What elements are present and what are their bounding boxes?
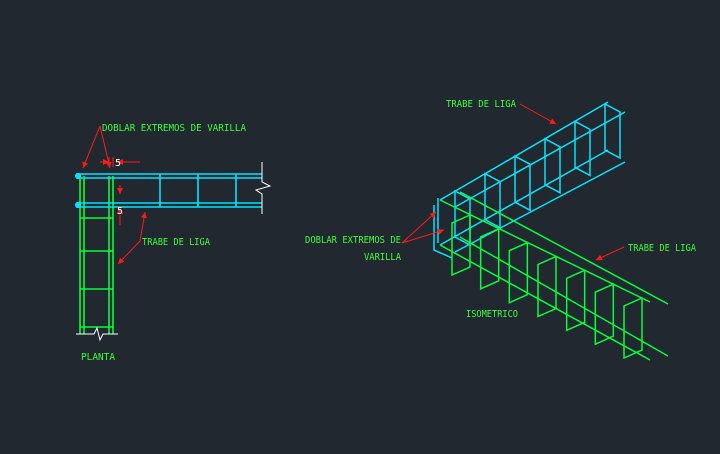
plan-dimensions	[100, 157, 140, 225]
iso-label-beam-top: TRABE DE LIGA	[446, 99, 516, 110]
iso-stirrup	[484, 172, 501, 229]
iso-stirrup	[479, 227, 500, 290]
iso-stirrup	[594, 283, 615, 346]
plan-label-bend: DOBLAR EXTREMOS DE VARILLA	[102, 123, 246, 134]
plan-beam-cage	[75, 173, 262, 209]
iso-stirrup	[537, 255, 557, 318]
iso-label-beam-right: TRABE DE LIGA	[628, 243, 696, 254]
iso-stirrup	[544, 137, 561, 195]
plan-title: PLANTA	[81, 352, 115, 363]
iso-bent-ends	[433, 198, 453, 259]
iso-beam-cyan	[439, 101, 626, 253]
iso-stirrup	[451, 213, 471, 277]
iso-label-bend-line2: VARILLA	[364, 252, 401, 263]
isometric-view	[433, 101, 669, 361]
iso-title: ISOMETRICO	[466, 309, 518, 320]
iso-stirrup	[514, 154, 531, 212]
iso-stirrup	[574, 120, 591, 177]
plan-dim-vertical: 5	[117, 206, 123, 217]
iso-stirrup	[623, 296, 643, 360]
iso-stirrup	[604, 102, 621, 160]
plan-column-break	[76, 326, 118, 342]
iso-stirrup	[508, 241, 529, 304]
plan-dim-horizontal: 5	[115, 158, 121, 169]
plan-leaders	[82, 125, 147, 265]
plan-column-cage	[79, 176, 114, 334]
plan-view: 5 5 DOBLAR EXTREMOS DE VARILLA TRABE DE …	[75, 123, 272, 363]
iso-leaders	[401, 103, 625, 261]
iso-label-bend-line1: DOBLAR EXTREMOS DE	[305, 235, 401, 246]
plan-label-beam: TRABE DE LIGA	[142, 237, 210, 248]
iso-beam-green	[439, 191, 669, 361]
plan-break-line	[254, 162, 272, 214]
iso-stirrup	[565, 269, 586, 332]
